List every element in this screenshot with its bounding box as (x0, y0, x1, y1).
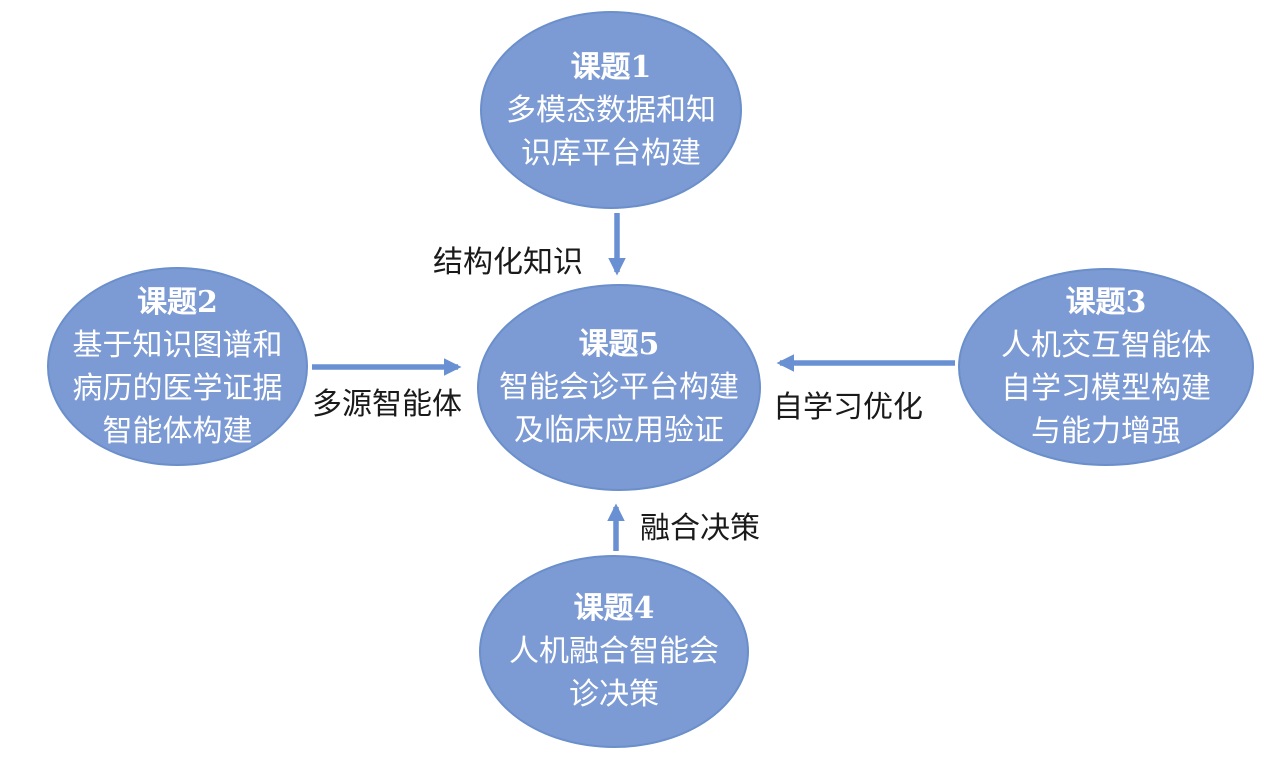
node-topic3-line: 人机交互智能体 (1001, 328, 1211, 363)
edge-label-fusion-decision: 融合决策 (640, 511, 760, 546)
node-topic4: 课题4 人机融合智能会 诊决策 (479, 555, 749, 748)
node-topic5-title: 课题5 (578, 327, 660, 362)
node-topic2-line: 病历的医学证据 (72, 370, 283, 406)
node-topic2: 课题2 基于知识图谱和 病历的医学证据 智能体构建 (47, 267, 308, 466)
node-topic2-title: 课题2 (137, 284, 218, 320)
edge-label-selflearning-optimization: 自学习优化 (773, 390, 923, 425)
node-topic5-central: 课题5 智能会诊平台构建 及临床应用验证 (477, 284, 761, 491)
node-topic4-line: 人机融合智能会 (509, 634, 719, 669)
node-topic3-line: 与能力增强 (1031, 414, 1181, 449)
node-topic3-title: 课题3 (1065, 285, 1147, 320)
node-topic4-line: 诊决策 (569, 677, 659, 712)
node-topic2-line: 智能体构建 (102, 413, 253, 449)
node-topic3: 课题3 人机交互智能体 自学习模型构建 与能力增强 (958, 268, 1254, 466)
node-topic1: 课题1 多模态数据和知 识库平台构建 (480, 11, 742, 209)
node-topic1-title: 课题1 (570, 49, 652, 85)
node-topic1-line: 多模态数据和知 (506, 92, 716, 128)
edge-label-multisource-agent: 多源智能体 (312, 387, 462, 422)
node-topic5-line: 及临床应用验证 (514, 413, 724, 448)
node-topic5-line: 智能会诊平台构建 (499, 370, 739, 405)
node-topic3-line: 自学习模型构建 (1001, 371, 1211, 406)
node-topic2-line: 基于知识图谱和 (72, 327, 283, 363)
node-topic4-title: 课题4 (573, 591, 655, 626)
node-topic1-line: 识库平台构建 (521, 135, 701, 171)
edge-label-structured-knowledge: 结构化知识 (433, 245, 583, 280)
